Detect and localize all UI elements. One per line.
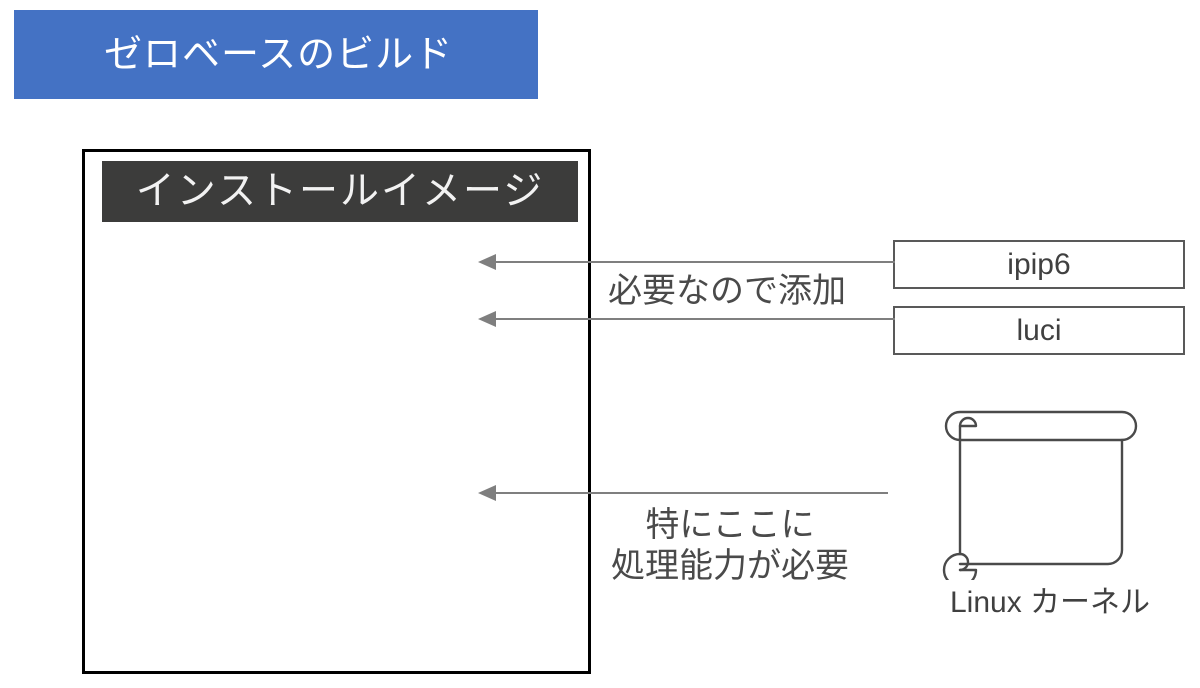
- arrow-ipip6-to-image: [478, 254, 895, 270]
- arrow-luci-to-image: [478, 311, 895, 327]
- annotation-processing-power-line2: 処理能力が必要: [611, 546, 849, 585]
- install-image-header: インストールイメージ: [102, 161, 578, 222]
- scroll-icon: [942, 410, 1138, 580]
- kernel-caption: Linux カーネル: [949, 586, 1151, 619]
- page-title: ゼロベースのビルド: [104, 33, 454, 76]
- annotation-processing-power-line1: 特にここに: [645, 506, 815, 544]
- package-box-ipip6[interactable]: ipip6: [893, 240, 1185, 289]
- kernel-group: Linux カーネル: [930, 400, 1170, 635]
- install-image-header-label: インストールイメージ: [135, 170, 545, 213]
- package-label-ipip6: ipip6: [1007, 247, 1071, 281]
- annotation-processing-power: 特にここに 処理能力が必要: [590, 505, 870, 587]
- package-label-luci: luci: [1016, 313, 1062, 347]
- package-box-luci[interactable]: luci: [893, 306, 1185, 355]
- install-image-container: [82, 149, 591, 674]
- arrow-kernel-to-image: [478, 485, 888, 501]
- annotation-add-reason: 必要なので添加: [608, 272, 846, 310]
- title-banner: ゼロベースのビルド: [14, 10, 538, 99]
